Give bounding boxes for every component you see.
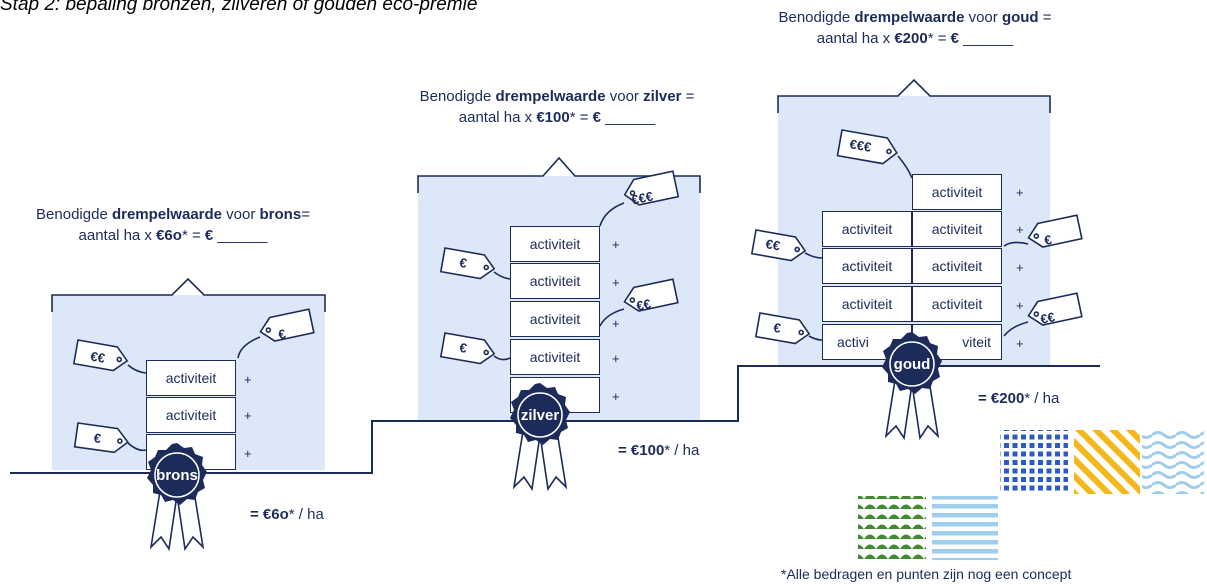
euro-tag-icon xyxy=(623,170,680,206)
tag-label: € xyxy=(93,430,102,446)
zilver-medal-label: zilver xyxy=(521,407,560,424)
tag-label: € xyxy=(458,340,468,356)
euro-tag-icon xyxy=(73,422,129,454)
goud-activity-left-2: activiteit xyxy=(822,248,912,284)
lines-pattern-tile xyxy=(932,496,998,560)
goud-activity-right-3: activiteit xyxy=(912,248,1002,284)
brons-medal-icon: brons xyxy=(147,443,207,552)
goud-activity-right-4: activiteit xyxy=(912,286,1002,322)
tag-label: € xyxy=(277,326,287,342)
step-heading: Stap 2: bepaling bronzen, zilveren of go… xyxy=(0,0,478,15)
euro-tag-icon xyxy=(623,278,679,312)
plus-sign: + xyxy=(1016,260,1024,275)
plus-sign: + xyxy=(612,237,620,252)
goud-threshold: Benodigde drempelwaarde voor goud = aant… xyxy=(778,9,1052,47)
plus-sign: + xyxy=(244,408,252,423)
plus-sign: + xyxy=(612,351,620,366)
zilver-brace xyxy=(417,156,701,193)
euro-tag-icon xyxy=(439,332,496,365)
plus-sign: + xyxy=(1016,298,1024,313)
goud-rate: = €200* / ha xyxy=(978,390,1060,407)
goud-activity-left-1: activiteit xyxy=(822,211,912,247)
brons-medal-label: brons xyxy=(156,467,198,484)
tag-label: € xyxy=(1043,232,1053,248)
tag-label: €€ xyxy=(764,236,781,253)
tag-label: €€€ xyxy=(630,189,654,208)
euro-tag-icon xyxy=(259,308,315,342)
euro-tag-icon xyxy=(72,339,129,372)
goud-activity-right-2: activiteit xyxy=(912,211,1002,247)
plus-sign: + xyxy=(612,275,620,290)
plus-sign: + xyxy=(244,372,252,387)
zilver-activity-3: activiteit xyxy=(510,301,600,337)
plus-sign: + xyxy=(612,389,620,404)
goud-activity-right-1: activiteit xyxy=(912,174,1002,210)
goud-medal-icon: goud xyxy=(882,332,942,441)
plus-sign: + xyxy=(612,316,620,331)
brons-activity-2: activiteit xyxy=(146,397,236,433)
goud-activity-left-3: activiteit xyxy=(822,286,912,322)
zilver-activity-1: activiteit xyxy=(510,226,600,262)
brons-rate: = €6o* / ha xyxy=(250,506,324,523)
goud-brace xyxy=(777,78,1051,113)
tag-label: € xyxy=(772,320,782,336)
plus-sign: + xyxy=(1016,222,1024,237)
plus-sign: + xyxy=(1016,336,1024,351)
tag-label: €€ xyxy=(89,349,106,366)
euro-tag-icon xyxy=(1027,292,1083,326)
dots-pattern-tile xyxy=(1000,430,1068,494)
hills-pattern-tile xyxy=(858,496,926,560)
zilver-activity-4: activiteit xyxy=(510,339,600,375)
zilver-threshold: Benodigde drempelwaarde voor zilver = aa… xyxy=(419,88,695,126)
plus-sign: + xyxy=(1016,185,1024,200)
zilver-rate: = €100* / ha xyxy=(618,442,700,459)
stripes-pattern-tile xyxy=(1074,430,1140,494)
euro-tag-icon xyxy=(439,247,496,280)
waves-pattern-tile xyxy=(1142,430,1204,494)
zilver-activity-2: activiteit xyxy=(510,263,600,299)
euro-tag-icon xyxy=(754,312,811,345)
brons-brace xyxy=(51,277,326,312)
euro-tag-icon xyxy=(750,229,807,262)
footnote: *Alle bedragen en punten zijn nog een co… xyxy=(781,566,1072,582)
tag-label: €€ xyxy=(1039,309,1056,327)
tag-label: € xyxy=(458,255,468,271)
euro-tag-icon xyxy=(836,129,898,165)
plus-sign: + xyxy=(244,446,252,461)
tag-label: €€€ xyxy=(849,136,873,155)
goud-medal-label: goud xyxy=(894,356,931,373)
euro-tag-icon xyxy=(1027,214,1083,248)
brons-threshold: Benodigde drempelwaarde voor brons= aant… xyxy=(36,206,310,244)
brons-activity-1: activiteit xyxy=(146,360,236,396)
tag-label: €€ xyxy=(635,296,652,314)
zilver-medal-icon: zilver xyxy=(510,383,570,492)
